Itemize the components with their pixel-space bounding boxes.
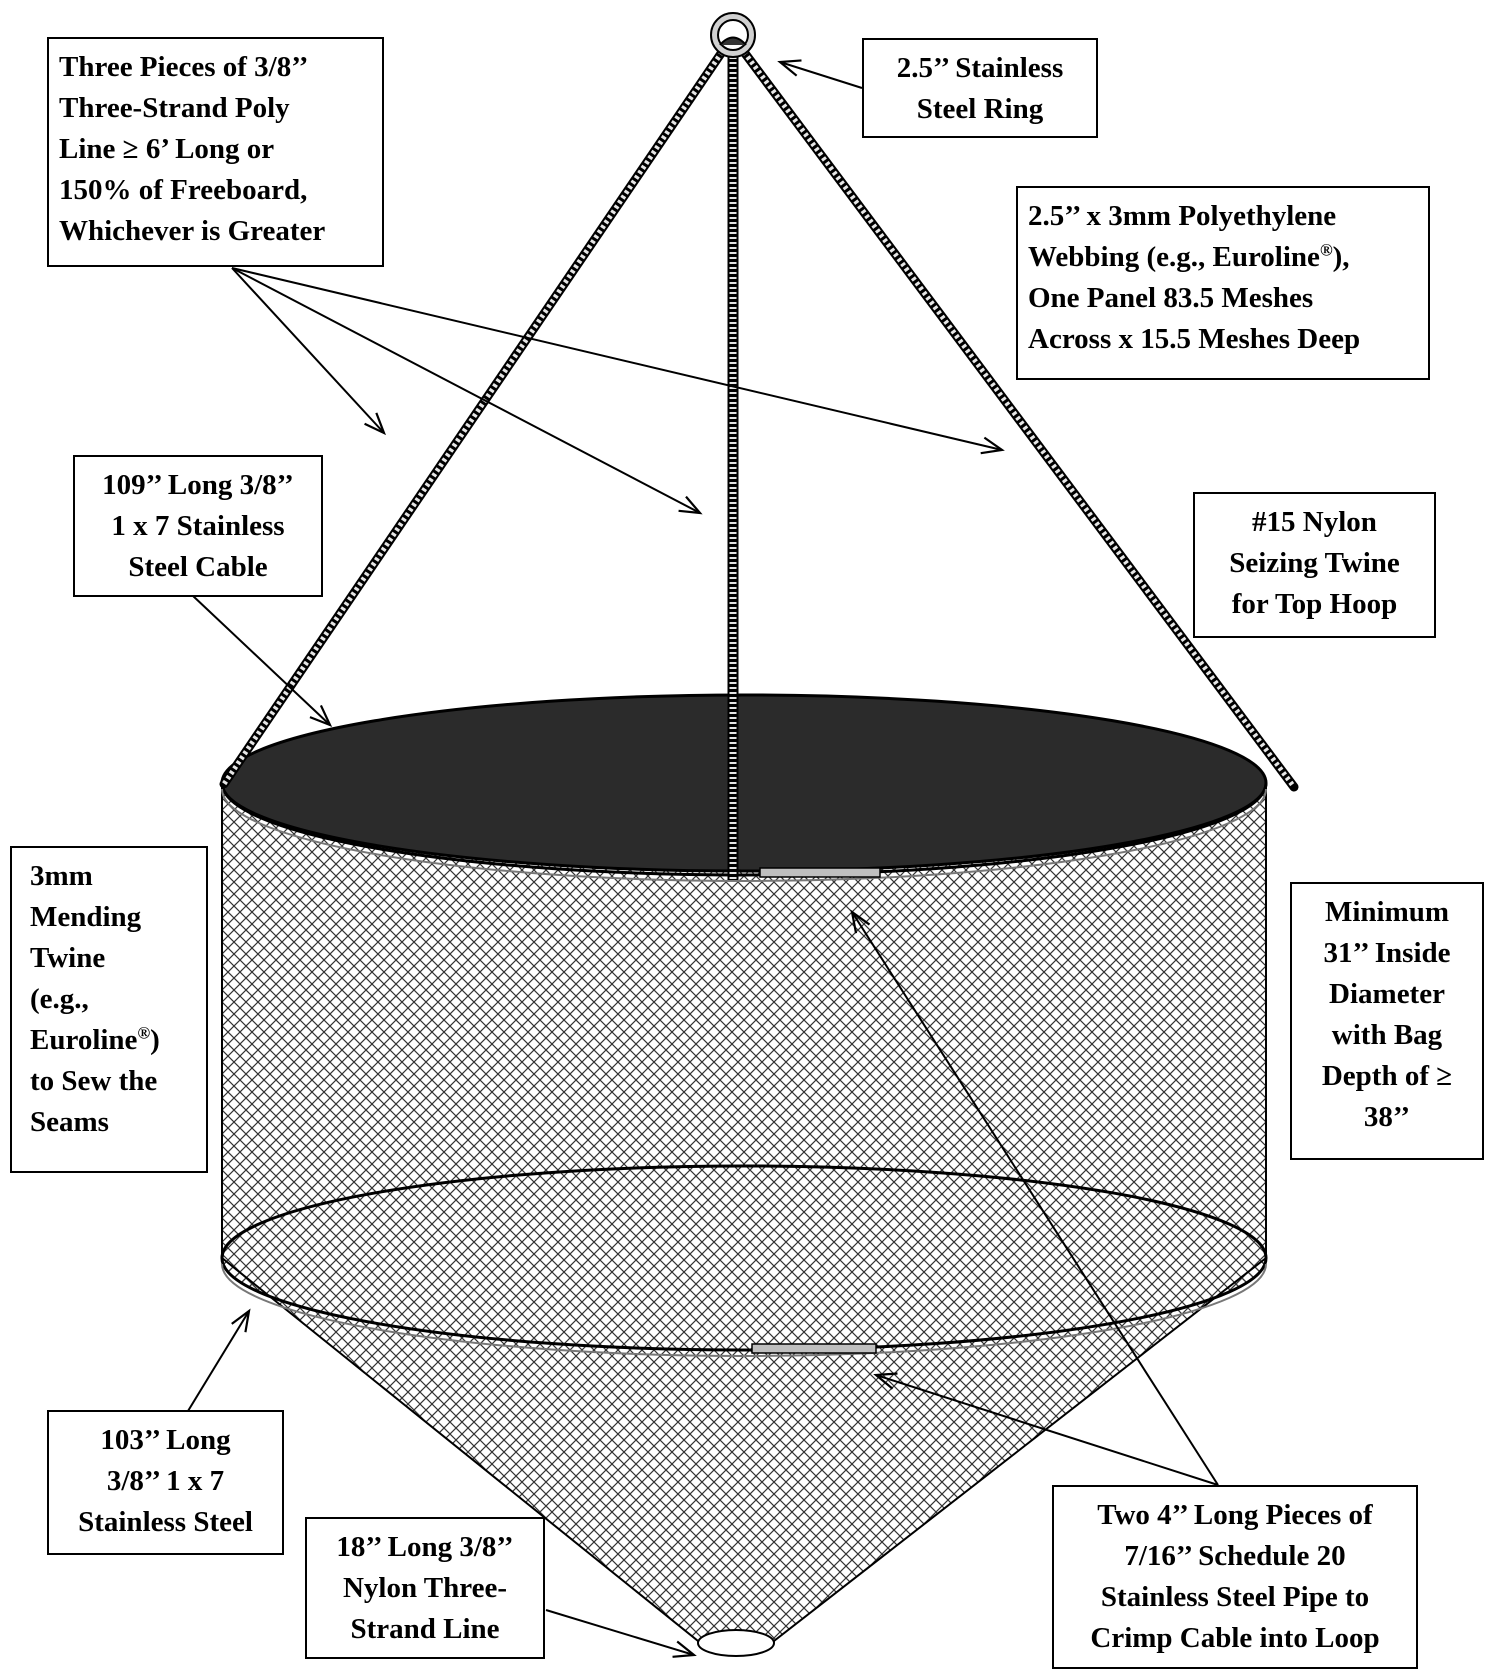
seizing-text-1: #15 Nylon — [1252, 506, 1377, 538]
label-diameter: Minimum 31’’ Inside Diameter with Bag De… — [1290, 882, 1484, 1160]
label-nylon-line: 18’’ Long 3/8’’ Nylon Three- Strand Line — [305, 1517, 545, 1659]
diameter-text-2: 31’’ Inside — [1323, 937, 1451, 969]
mending-text-5b: ) — [150, 1024, 160, 1056]
nylon-text-3: Strand Line — [350, 1613, 500, 1645]
mending-text-2: Mending — [30, 901, 142, 933]
diameter-text-3: Diameter — [1329, 978, 1445, 1010]
diameter-text-4: with Bag — [1331, 1019, 1443, 1051]
label-top-cable: 109’’ Long 3/8’’ 1 x 7 Stainless Steel C… — [73, 455, 323, 597]
registered-mark: ® — [1319, 240, 1333, 260]
poly-line-text-3: Line ≥ 6’ Long or — [59, 133, 275, 165]
mending-text-5: Euroline®) — [30, 1020, 196, 1061]
webbing-text-2b: ), — [1332, 241, 1350, 273]
mending-text-6: to Sew the — [30, 1065, 158, 1097]
ring-text-2: Steel Ring — [916, 93, 1044, 125]
pipe-text-1: Two 4’’ Long Pieces of — [1097, 1499, 1373, 1531]
top-cable-text-3: Steel Cable — [128, 551, 268, 583]
arrow-bottom-cable — [187, 1308, 251, 1412]
bottom-cable-text-1: 103’’ Long — [100, 1424, 231, 1456]
arrow-poly-right — [231, 267, 1005, 455]
arrow-poly-left — [231, 267, 387, 436]
poly-line-text-2: Three-Strand Poly — [59, 92, 290, 124]
pipe-text-3: Stainless Steel Pipe to — [1100, 1581, 1370, 1613]
webbing-text-2: Webbing (e.g., Euroline®), — [1028, 237, 1418, 278]
nylon-text-2: Nylon Three- — [342, 1572, 508, 1604]
diameter-text-6: 38’’ — [1363, 1101, 1411, 1133]
nylon-text-1: 18’’ Long 3/8’’ — [336, 1531, 514, 1563]
mending-text-4: (e.g., — [30, 983, 89, 1015]
mending-text-5a: Euroline — [30, 1024, 138, 1056]
pipe-text-2: 7/16’’ Schedule 20 — [1124, 1540, 1346, 1572]
crimp-pipe-top — [759, 867, 881, 878]
webbing-text-1: 2.5’’ x 3mm Polyethylene — [1028, 200, 1337, 232]
net-top-opening — [220, 693, 1268, 873]
arrow-pipe-top — [850, 909, 1219, 1486]
arrow-nylon-line — [545, 1609, 697, 1658]
label-pipe: Two 4’’ Long Pieces of 7/16’’ Schedule 2… — [1052, 1485, 1418, 1669]
pointer-arrows — [187, 59, 1219, 1658]
arrow-ring — [777, 59, 863, 89]
top-cable-text-1: 109’’ Long 3/8’’ — [102, 469, 294, 501]
webbing-text-4: Across x 15.5 Meshes Deep — [1028, 323, 1361, 355]
mending-text-7: Seams — [30, 1106, 109, 1138]
webbing-text-3: One Panel 83.5 Meshes — [1028, 282, 1314, 314]
diameter-text-1: Minimum — [1324, 896, 1450, 928]
crimp-pipe-bottom — [751, 1343, 877, 1354]
label-webbing: 2.5’’ x 3mm Polyethylene Webbing (e.g., … — [1016, 186, 1430, 380]
arrow-top-cable — [191, 594, 333, 728]
seizing-text-2: Seizing Twine — [1229, 547, 1400, 579]
top-hoop-rim — [220, 782, 1268, 877]
arrow-pipe-bottom — [873, 1372, 1219, 1486]
mending-text-1: 3mm — [30, 860, 93, 892]
label-poly-line: Three Pieces of 3/8’’ Three-Strand Poly … — [47, 37, 384, 267]
bottom-cable-text-3: Stainless Steel — [78, 1506, 253, 1538]
bridle-rope-right — [739, 47, 1299, 792]
poly-line-text-4: 150% of Freeboard, — [59, 174, 308, 206]
arrow-poly-center — [231, 267, 703, 515]
bottom-hoop — [220, 1164, 1268, 1352]
ring-text-1: 2.5’’ Stainless — [896, 52, 1064, 84]
label-ring: 2.5’’ Stainless Steel Ring — [862, 38, 1098, 138]
poly-line-text-1: Three Pieces of 3/8’’ — [59, 51, 309, 83]
label-bottom-cable: 103’’ Long 3/8’’ 1 x 7 Stainless Steel — [47, 1410, 284, 1555]
seizing-text-3: for Top Hoop — [1231, 588, 1398, 620]
nylon-loop — [697, 1629, 775, 1657]
bottom-cable-text-2: 3/8’’ 1 x 7 — [106, 1465, 225, 1497]
label-mending-twine: 3mm Mending Twine (e.g., Euroline®) to S… — [10, 846, 208, 1173]
webbing-text-2a: Webbing (e.g., Euroline — [1028, 241, 1320, 273]
registered-mark-2: ® — [137, 1023, 151, 1043]
stainless-steel-ring — [710, 12, 756, 58]
poly-line-text-5: Whichever is Greater — [59, 215, 326, 247]
pipe-text-4: Crimp Cable into Loop — [1090, 1622, 1380, 1654]
bridle-rope-left — [219, 47, 727, 789]
diameter-text-5: Depth of ≥ — [1321, 1060, 1453, 1092]
label-seizing-twine: #15 Nylon Seizing Twine for Top Hoop — [1193, 492, 1436, 638]
mending-text-3: Twine — [30, 942, 106, 974]
top-cable-text-2: 1 x 7 Stainless — [111, 510, 285, 542]
